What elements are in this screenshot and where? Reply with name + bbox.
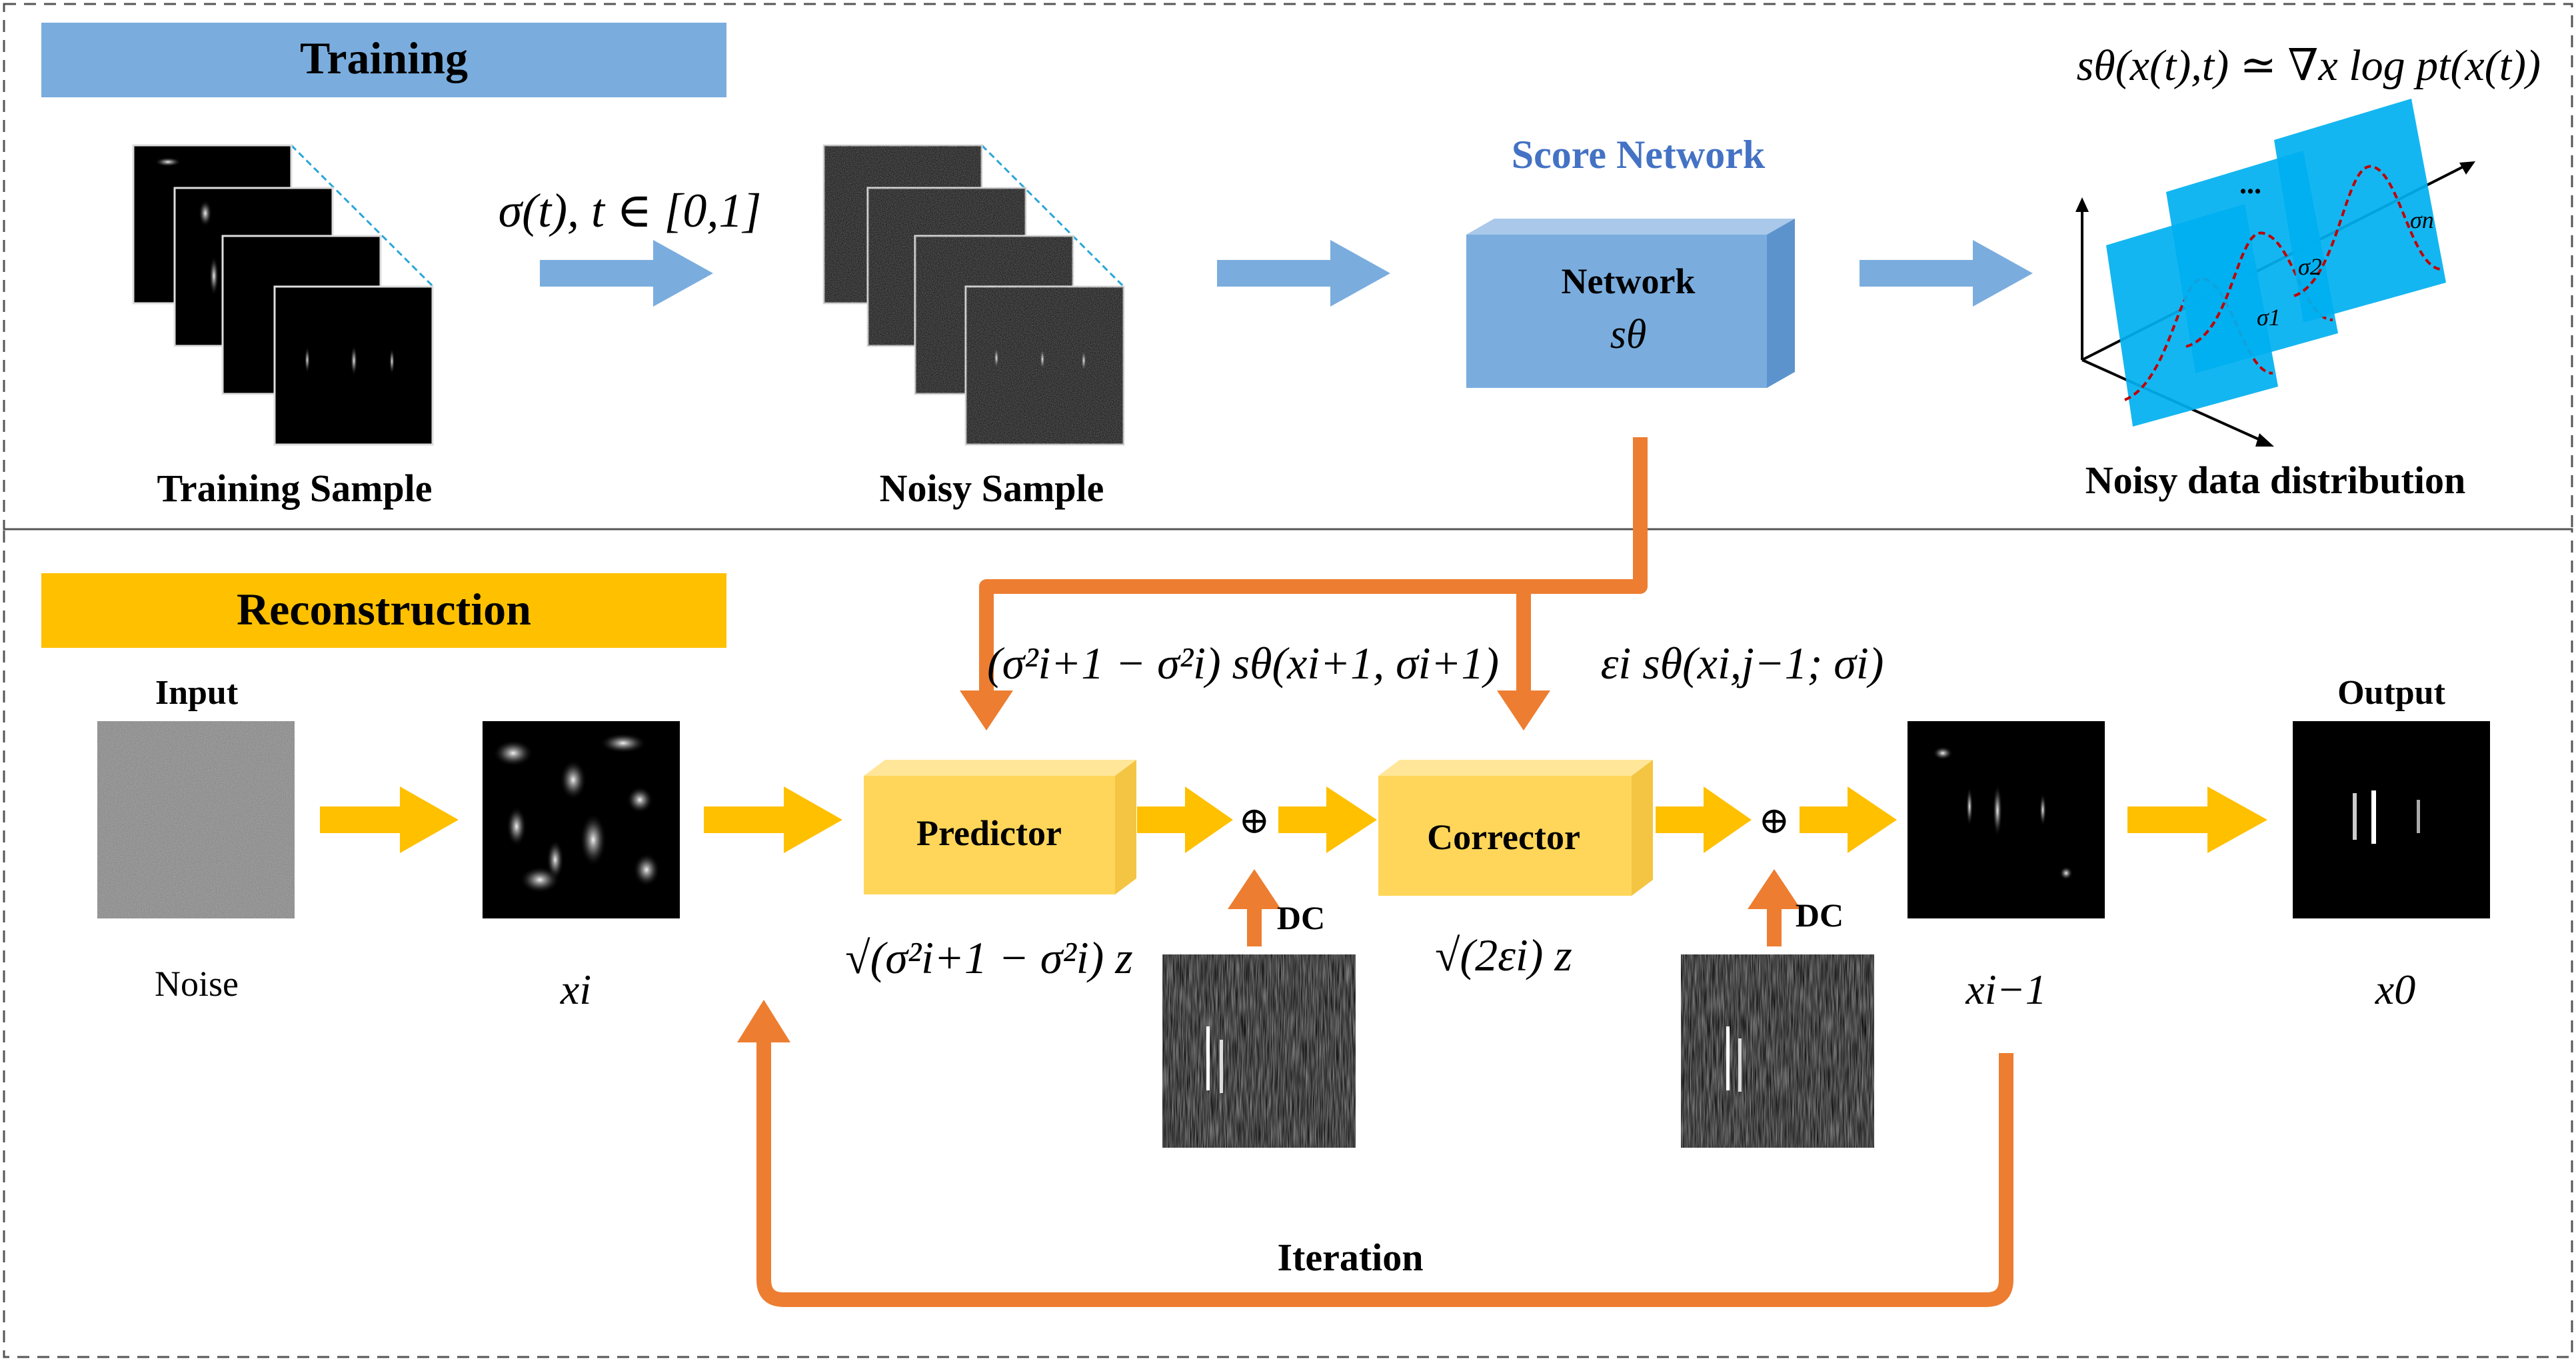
corrector-box: Corrector xyxy=(1378,760,1653,896)
reconstruction-section xyxy=(3,528,2573,1358)
training-banner-label: Training xyxy=(300,33,468,83)
xi-label: xi xyxy=(560,966,591,1013)
ellipsis: ... xyxy=(2239,167,2261,200)
yellow-arrow xyxy=(320,786,459,853)
network-box: Network sθ xyxy=(1466,219,1795,388)
dc-arrow-1 xyxy=(1228,869,1281,946)
plus-operator-1: ⊕ xyxy=(1239,800,1270,842)
noisy-distribution-plot: σ1 σ2 σn ... xyxy=(2075,99,2475,447)
noisy-sample-stack xyxy=(822,144,1125,446)
yellow-arrow xyxy=(704,786,842,853)
iteration-loop-arrow xyxy=(756,1040,2013,1307)
sigma-n-label: σn xyxy=(2410,207,2434,233)
blue-arrow xyxy=(1217,240,1390,307)
score-feedback-arrows xyxy=(979,437,1648,693)
dc-measurement-image-1 xyxy=(1162,954,1356,1148)
yellow-arrow xyxy=(2127,786,2267,853)
iteration-label: Iteration xyxy=(1277,1236,1423,1279)
sigma-schedule-label: σ(t), t ∈ [0,1] xyxy=(499,184,762,237)
predictor-label: Predictor xyxy=(916,813,1062,853)
yellow-arrow xyxy=(1656,786,1752,853)
xim1-label: xi−1 xyxy=(1965,966,2046,1013)
sigma-1-label: σ1 xyxy=(2257,304,2281,331)
x0-label: x0 xyxy=(2375,966,2415,1013)
predictor-box: Predictor xyxy=(864,760,1136,894)
score-equation: sθ(x(t),t) ≃ ∇x log pt(x(t)) xyxy=(2077,41,2541,90)
orange-arrowhead xyxy=(1497,690,1550,730)
input-label: Input xyxy=(155,674,239,712)
xi-image xyxy=(483,721,680,918)
blue-arrow xyxy=(540,240,713,307)
training-banner: Training xyxy=(41,23,726,97)
corrector-noise: √(2εi) z xyxy=(1435,930,1572,980)
plus-operator-2: ⊕ xyxy=(1759,800,1790,842)
blue-arrow xyxy=(1860,240,2033,307)
orange-arrowhead xyxy=(737,1000,790,1042)
output-label: Output xyxy=(2337,674,2446,712)
training-frame xyxy=(273,285,434,446)
dc-arrow-2 xyxy=(1748,869,1801,946)
noisy-distribution-label: Noisy data distribution xyxy=(2085,459,2465,502)
sigma-plane-n xyxy=(2274,99,2446,323)
predictor-noise: √(σ²i+1 − σ²i) z xyxy=(845,932,1132,983)
training-sample-label: Training Sample xyxy=(157,467,432,510)
training-section xyxy=(3,3,2573,531)
noisy-frame xyxy=(964,285,1125,446)
dc-label-2: DC xyxy=(1796,896,1844,934)
network-label: Network xyxy=(1562,261,1696,301)
yellow-arrow xyxy=(1137,786,1233,853)
input-noise-image xyxy=(97,721,295,918)
yellow-arrow xyxy=(1800,786,1897,853)
dc-label-1: DC xyxy=(1277,899,1325,936)
predictor-term: (σ²i+1 − σ²i) sθ(xi+1, σi+1) xyxy=(987,638,1499,688)
xim1-image xyxy=(1908,721,2105,918)
sigma-2-label: σ2 xyxy=(2298,253,2322,280)
reconstruction-banner: Reconstruction xyxy=(41,573,726,648)
reconstruction-banner-label: Reconstruction xyxy=(237,584,531,635)
yellow-arrow xyxy=(1278,786,1377,853)
output-image xyxy=(2293,721,2490,918)
orange-arrowhead xyxy=(960,690,1013,730)
training-sample-stack xyxy=(132,144,435,446)
corrector-term: εi sθ(xi,j−1; σi) xyxy=(1601,638,1884,688)
dc-measurement-image-2 xyxy=(1681,954,1874,1148)
corrector-label: Corrector xyxy=(1427,817,1580,857)
score-network-title: Score Network xyxy=(1512,133,1766,177)
noise-label: Noise xyxy=(155,964,239,1004)
network-symbol: sθ xyxy=(1610,312,1647,357)
noisy-sample-label: Noisy Sample xyxy=(880,467,1104,510)
